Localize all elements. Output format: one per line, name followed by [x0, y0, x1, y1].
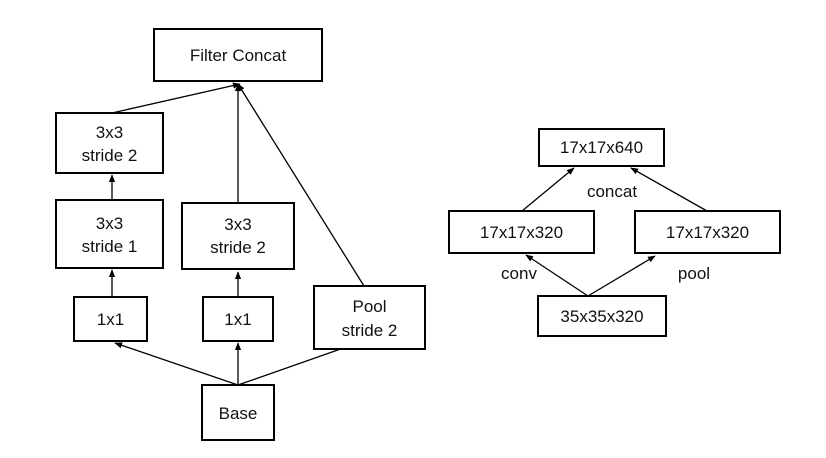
node-filter-concat: Filter Concat	[153, 28, 323, 82]
node-output-17x17x640: 17x17x640	[538, 128, 665, 167]
filter-concat-label: Filter Concat	[190, 46, 287, 65]
edge-input-to-pool	[587, 255, 656, 297]
output-label: 17x17x640	[560, 138, 643, 157]
node-base: Base	[201, 384, 275, 441]
node-b2-3x3-stride2: 3x3 stride 2	[181, 202, 295, 270]
node-b1-1x1: 1x1	[73, 296, 148, 342]
right-edges	[521, 167, 708, 297]
edge-base-to-pool	[237, 344, 353, 386]
edge-pool-to-concat	[237, 83, 365, 287]
node-b1-3x3-stride1: 3x3 stride 1	[55, 199, 164, 269]
base-label: Base	[219, 404, 258, 423]
pool-branch-label: 17x17x320	[666, 223, 749, 242]
node-input-35x35x320: 35x35x320	[537, 295, 667, 337]
b2-top-line1: 3x3	[224, 215, 251, 234]
node-pool-stride2: Pool stride 2	[313, 285, 426, 350]
edge-base-to-1x1-left	[114, 342, 239, 386]
node-b1-3x3-stride2: 3x3 stride 2	[55, 112, 164, 174]
b1-top-line2: stride 2	[82, 146, 138, 165]
node-conv-17x17x320: 17x17x320	[448, 210, 595, 254]
left-edges	[108, 82, 365, 386]
pool-line2: stride 2	[342, 321, 398, 340]
b1-top-line1: 3x3	[96, 123, 123, 142]
b1-mid-line2: stride 1	[82, 237, 138, 256]
edge-pool-to-output	[630, 167, 708, 212]
node-pool-17x17x320: 17x17x320	[634, 210, 781, 254]
conv-edge-label: conv	[501, 264, 537, 283]
b1-bot-label: 1x1	[97, 310, 124, 329]
concat-edge-label: concat	[587, 182, 637, 201]
pool-edge-label: pool	[678, 264, 710, 283]
edge-input-to-conv	[525, 254, 589, 297]
b1-mid-line1: 3x3	[96, 214, 123, 233]
b2-bot-label: 1x1	[224, 310, 251, 329]
pool-line1: Pool	[352, 297, 386, 316]
input-label: 35x35x320	[560, 307, 643, 326]
conv-branch-label: 17x17x320	[480, 223, 563, 242]
edge-conv-to-output	[521, 167, 575, 212]
node-b2-1x1: 1x1	[202, 296, 274, 342]
edge-branch1-to-concat	[111, 82, 241, 114]
b2-top-line2: stride 2	[210, 238, 266, 257]
